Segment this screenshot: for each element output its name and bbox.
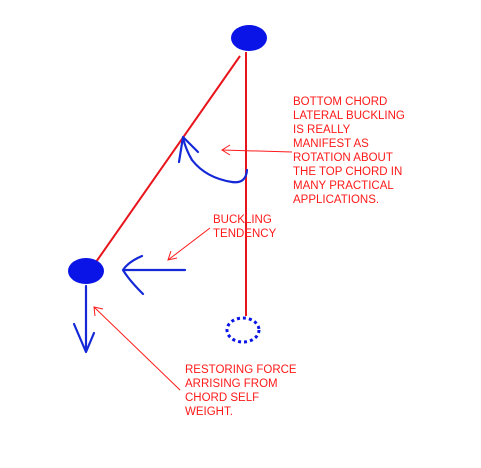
rotation-note-line: APPLICATIONS.	[293, 194, 380, 206]
rotation-note-line: LATERAL BUCKLING	[293, 110, 405, 122]
leader-lines	[93, 144, 293, 391]
rotation-note-line: THE TOP CHORD IN	[293, 166, 403, 178]
rotation-leader-head	[221, 144, 231, 156]
left-arrow-icon	[121, 254, 187, 296]
rotated-web-member	[95, 55, 241, 263]
rotation-note-line: BOTTOM CHORD	[293, 96, 388, 108]
bottom-chord-circle	[68, 258, 104, 284]
rotation-note-line: ROTATION ABOUT	[293, 152, 393, 164]
curved-arrow-icon	[177, 135, 249, 184]
buckling-note-line: TENDENCY	[213, 228, 277, 240]
restoring-note: RESTORING FORCE ARRISING FROM CHORD SELF…	[185, 363, 297, 419]
restoring-leader-head	[93, 306, 104, 317]
rotation-note-line: MANY PRACTICAL	[293, 180, 394, 192]
buckling-leader-head	[167, 250, 178, 261]
rotation-note: BOTTOM CHORD LATERAL BUCKLING IS REALLY …	[293, 95, 405, 207]
buckling-leader	[167, 227, 211, 261]
rotation-note-line: IS REALLY	[293, 124, 351, 136]
original-position-dashed-circle	[225, 316, 261, 344]
buckling-note: BUCKLING TENDENCY	[213, 213, 276, 241]
restoring-note-line: RESTORING FORCE	[185, 364, 297, 376]
restoring-note-line: CHORD SELF	[185, 392, 260, 404]
rotation-leader	[221, 149, 293, 153]
rotation-note-line: MANIFEST AS	[293, 138, 369, 150]
restoring-note-line: WEIGHT.	[185, 406, 233, 418]
top-chord-circle	[231, 25, 267, 51]
buckling-note-line: BUCKLING	[213, 214, 272, 226]
down-arrow-icon	[72, 284, 96, 354]
restoring-note-line: ARRISING FROM	[185, 378, 278, 390]
restoring-leader	[93, 306, 181, 391]
